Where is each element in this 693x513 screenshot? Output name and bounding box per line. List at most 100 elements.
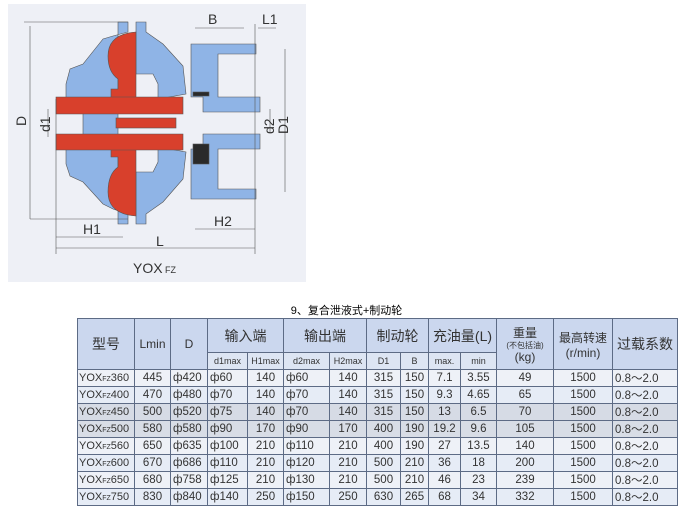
cell-kg: 332 [496,488,554,506]
label-H1: H1 [83,221,101,237]
label-d1: d1 [37,116,53,132]
cell-h2: 140 [329,386,367,404]
subheader-min: min [460,352,497,370]
cell-speed: 1500 [553,403,613,421]
speed-label: 最高转速 [558,330,607,345]
model-num: 360 [110,372,130,384]
runner-upper [107,31,137,100]
cell-D1: 500 [366,471,401,489]
cell-max: 68 [428,488,461,506]
cell-d2: ф70 [283,386,330,404]
cell-d: ф420 [170,369,208,387]
model-prefix: YOX [79,406,103,418]
cell-B: 210 [400,471,429,489]
cell-D1: 400 [366,437,401,455]
section-title: 9、复合泄液式+制动轮 [290,305,403,317]
label-L1: L1 [262,11,278,27]
cell-lmin: 445 [134,369,171,387]
model-prefix: YOX [79,440,103,452]
cell-h2: 170 [329,420,367,438]
subheader-D1: D1 [366,352,401,370]
subheader-h1: H1max [247,352,284,370]
header-brake: 制动轮 [366,318,429,353]
cell-min: 6.5 [460,403,497,421]
model-prefix: YOX [79,457,103,469]
model-num: 650 [110,474,130,486]
label-B: B [208,11,217,27]
label-D1: D1 [275,116,291,134]
cell-min: 9.6 [460,420,497,438]
model-num: 600 [110,457,130,469]
cell-d2: ф70 [283,403,330,421]
cell-d1: ф70 [207,386,248,404]
cell-D1: 315 [366,403,401,421]
cell-max: 36 [428,454,461,472]
caption-sub: FZ [165,265,176,275]
cell-lmin: 500 [134,403,171,421]
cell-speed: 1500 [553,369,613,387]
cell-h1: 140 [247,386,284,404]
cell-lmin: 670 [134,454,171,472]
cell-lmin: 830 [134,488,171,506]
model-sub: FZ [102,427,111,434]
cell-d: ф520 [170,403,208,421]
speed-unit: (r/min) [565,345,601,360]
weight-label: 重量 [512,326,537,340]
cell-max: 13 [428,403,461,421]
cell-B: 265 [400,488,429,506]
cell-min: 34 [460,488,497,506]
cell-h1: 210 [247,437,284,455]
cell-B: 190 [400,437,429,455]
cell-overload: 0.8～2.0 [612,369,678,387]
subheader-B: B [400,352,429,370]
cell-max: 7.1 [428,369,461,387]
model-sub: FZ [102,478,111,485]
brake-wheel [190,43,261,113]
cell-model: YOXFZ750 [77,488,135,506]
model-num: 500 [110,423,130,435]
cell-B: 150 [400,369,429,387]
cell-lmin: 580 [134,420,171,438]
model-prefix: YOX [79,372,103,384]
cell-d2: ф130 [283,471,330,489]
cell-speed: 1500 [553,437,613,455]
cell-max: 19.2 [428,420,461,438]
cell-speed: 1500 [553,454,613,472]
cell-model: YOXFZ450 [77,403,135,421]
label-L: L [156,233,164,249]
subheader-max: max. [428,352,461,370]
cell-h1: 250 [247,488,284,506]
model-sub: FZ [102,393,111,400]
cell-min: 13.5 [460,437,497,455]
cell-h1: 140 [247,403,284,421]
cell-model: YOXFZ360 [77,369,135,387]
cell-max: 46 [428,471,461,489]
weight-note: (不包括油) [506,341,544,350]
cell-model: YOXFZ650 [77,471,135,489]
cell-B: 150 [400,386,429,404]
header-d: D [170,318,208,370]
header-output: 输出端 [283,318,367,353]
cell-min: 18 [460,454,497,472]
cell-d: ф686 [170,454,208,472]
cell-overload: 0.8～2.0 [612,386,678,404]
cell-min: 4.65 [460,386,497,404]
cell-kg: 105 [496,420,554,438]
runner-lower [107,146,137,217]
cell-D1: 315 [366,369,401,387]
cell-overload: 0.8～2.0 [612,471,678,489]
cell-overload: 0.8～2.0 [612,454,678,472]
cell-kg: 70 [496,403,554,421]
cell-d1: ф100 [207,437,248,455]
header-oil: 充油量(L) [428,318,497,353]
cell-h2: 140 [329,403,367,421]
cell-model: YOXFZ600 [77,454,135,472]
subheader-d2: d2max [283,352,330,370]
cell-min: 3.55 [460,369,497,387]
model-num: 450 [110,406,130,418]
